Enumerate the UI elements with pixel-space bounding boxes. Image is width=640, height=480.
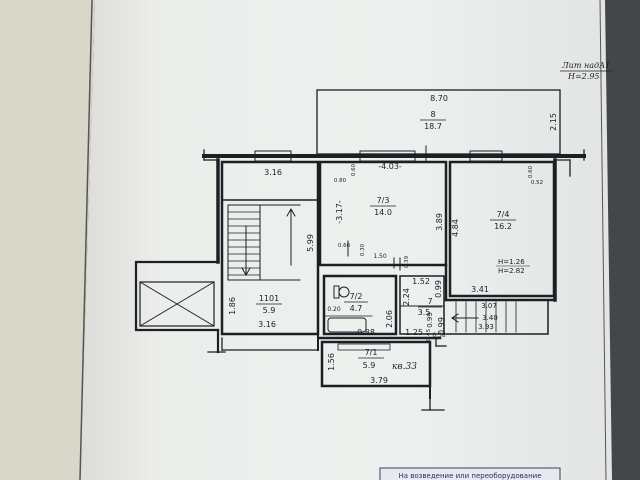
room-area: 16.2 [494,222,512,231]
room-id: 8 [430,110,435,119]
room-id: 1101 [259,294,279,303]
paper-edge [0,0,95,480]
dimension-label: 3.16 [258,320,276,329]
height-note: H=1.26 [498,258,525,266]
dimension-label: 2.24 [402,288,411,306]
dimension-label: 3.40 [482,314,498,322]
walls [134,89,586,411]
title-line1: Лит надА1 [561,61,610,70]
dimension-label: 3.79 [370,376,388,385]
title-line2: H=2.95 [567,72,600,81]
dimension-label: 0.30 [360,243,366,256]
room-id: 7 [427,297,432,306]
paper-sheet [80,0,625,480]
dimension-label: 2.06 [385,310,394,328]
dimension-label: 3.41 [471,285,489,294]
room-id: 7/1 [365,348,378,357]
dimension-label: 0.99 [434,280,443,298]
room-id: 7/4 [497,210,510,219]
room-area: 14.0 [374,208,392,217]
dimension-label: 5.99 [306,234,315,252]
dimension-label: 0.60 [338,243,351,249]
dimension-label: 0.38 [432,332,446,339]
dimension-labels: 8.70 2.15 -4.03- 3.16 -3.17- 3.89 4.84 5… [228,94,558,385]
stamp-text: На возведение или переоборудование [398,472,541,480]
dimension-label: 0.60 [351,163,357,176]
dimension-label: -3.17- [335,200,344,224]
dimension-label: 4.84 [451,219,460,237]
dimension-label: 0.80 [334,178,347,184]
dimension-label: 0.39 [404,255,410,268]
dimension-label: 1.86 [228,297,237,315]
dimension-label: 0.99 [437,317,446,335]
room-id: 7/2 [350,292,363,301]
dimension-label: 1.50 [373,253,387,260]
dimension-label: 1.56 [327,353,336,371]
room-area: 5.9 [363,361,376,370]
room-area: 4.7 [350,304,363,313]
room-id: 7/3 [377,196,390,205]
height-note: H=2.82 [498,267,525,275]
dimension-label: 1.52 [412,277,430,286]
room-area: 5.9 [263,306,276,315]
apartment-number: кв.33 [392,362,417,372]
dimension-label: 2.15 [549,113,558,131]
dimension-label: 3.89 [435,213,444,231]
dimension-label: -4.03- [378,162,402,171]
dimension-label: 3.07 [481,302,497,310]
stamp-box [379,467,561,480]
dimension-label: 0.45 [426,328,432,341]
dimension-label: 3.16 [264,168,282,177]
room-area: 3.5 [418,308,431,317]
dimension-label: 1.25 [405,328,423,337]
dimension-label: 0.99 [426,312,434,328]
room-area: 18.7 [424,122,442,131]
dimension-label: 3.93 [478,323,494,331]
dimension-label: 8.70 [430,94,448,103]
dimension-label: 0.60 [528,165,534,178]
dimension-label: 0.20 [327,306,341,313]
dimension-label: 0.88 [357,328,375,337]
dimension-label: 0.52 [531,180,543,186]
room-labels: 8 18.7 7/3 14.0 7/4 16.2 1101 5.9 7/2 4.… [256,110,516,372]
